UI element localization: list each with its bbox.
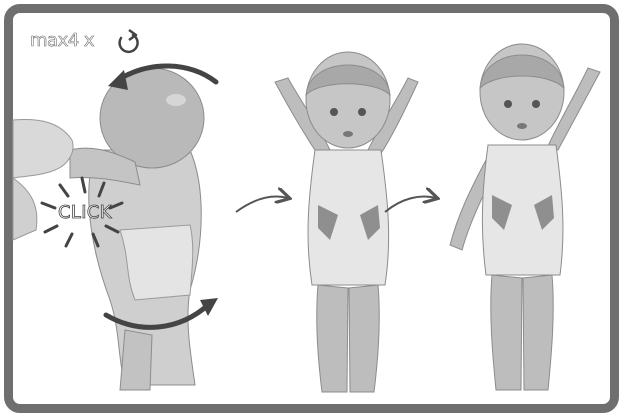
counterclockwise-rotate-icon <box>120 30 138 52</box>
doll-one-arm-lowered <box>450 44 600 390</box>
doll-arms-raised <box>275 52 418 392</box>
max-rotation-caption: max4 x <box>30 30 94 51</box>
sequence-arrow-2-icon <box>385 197 436 212</box>
doll-back-view <box>70 68 204 390</box>
sequence-arrow-1-icon <box>236 197 288 212</box>
click-label: CLICK <box>58 202 112 223</box>
